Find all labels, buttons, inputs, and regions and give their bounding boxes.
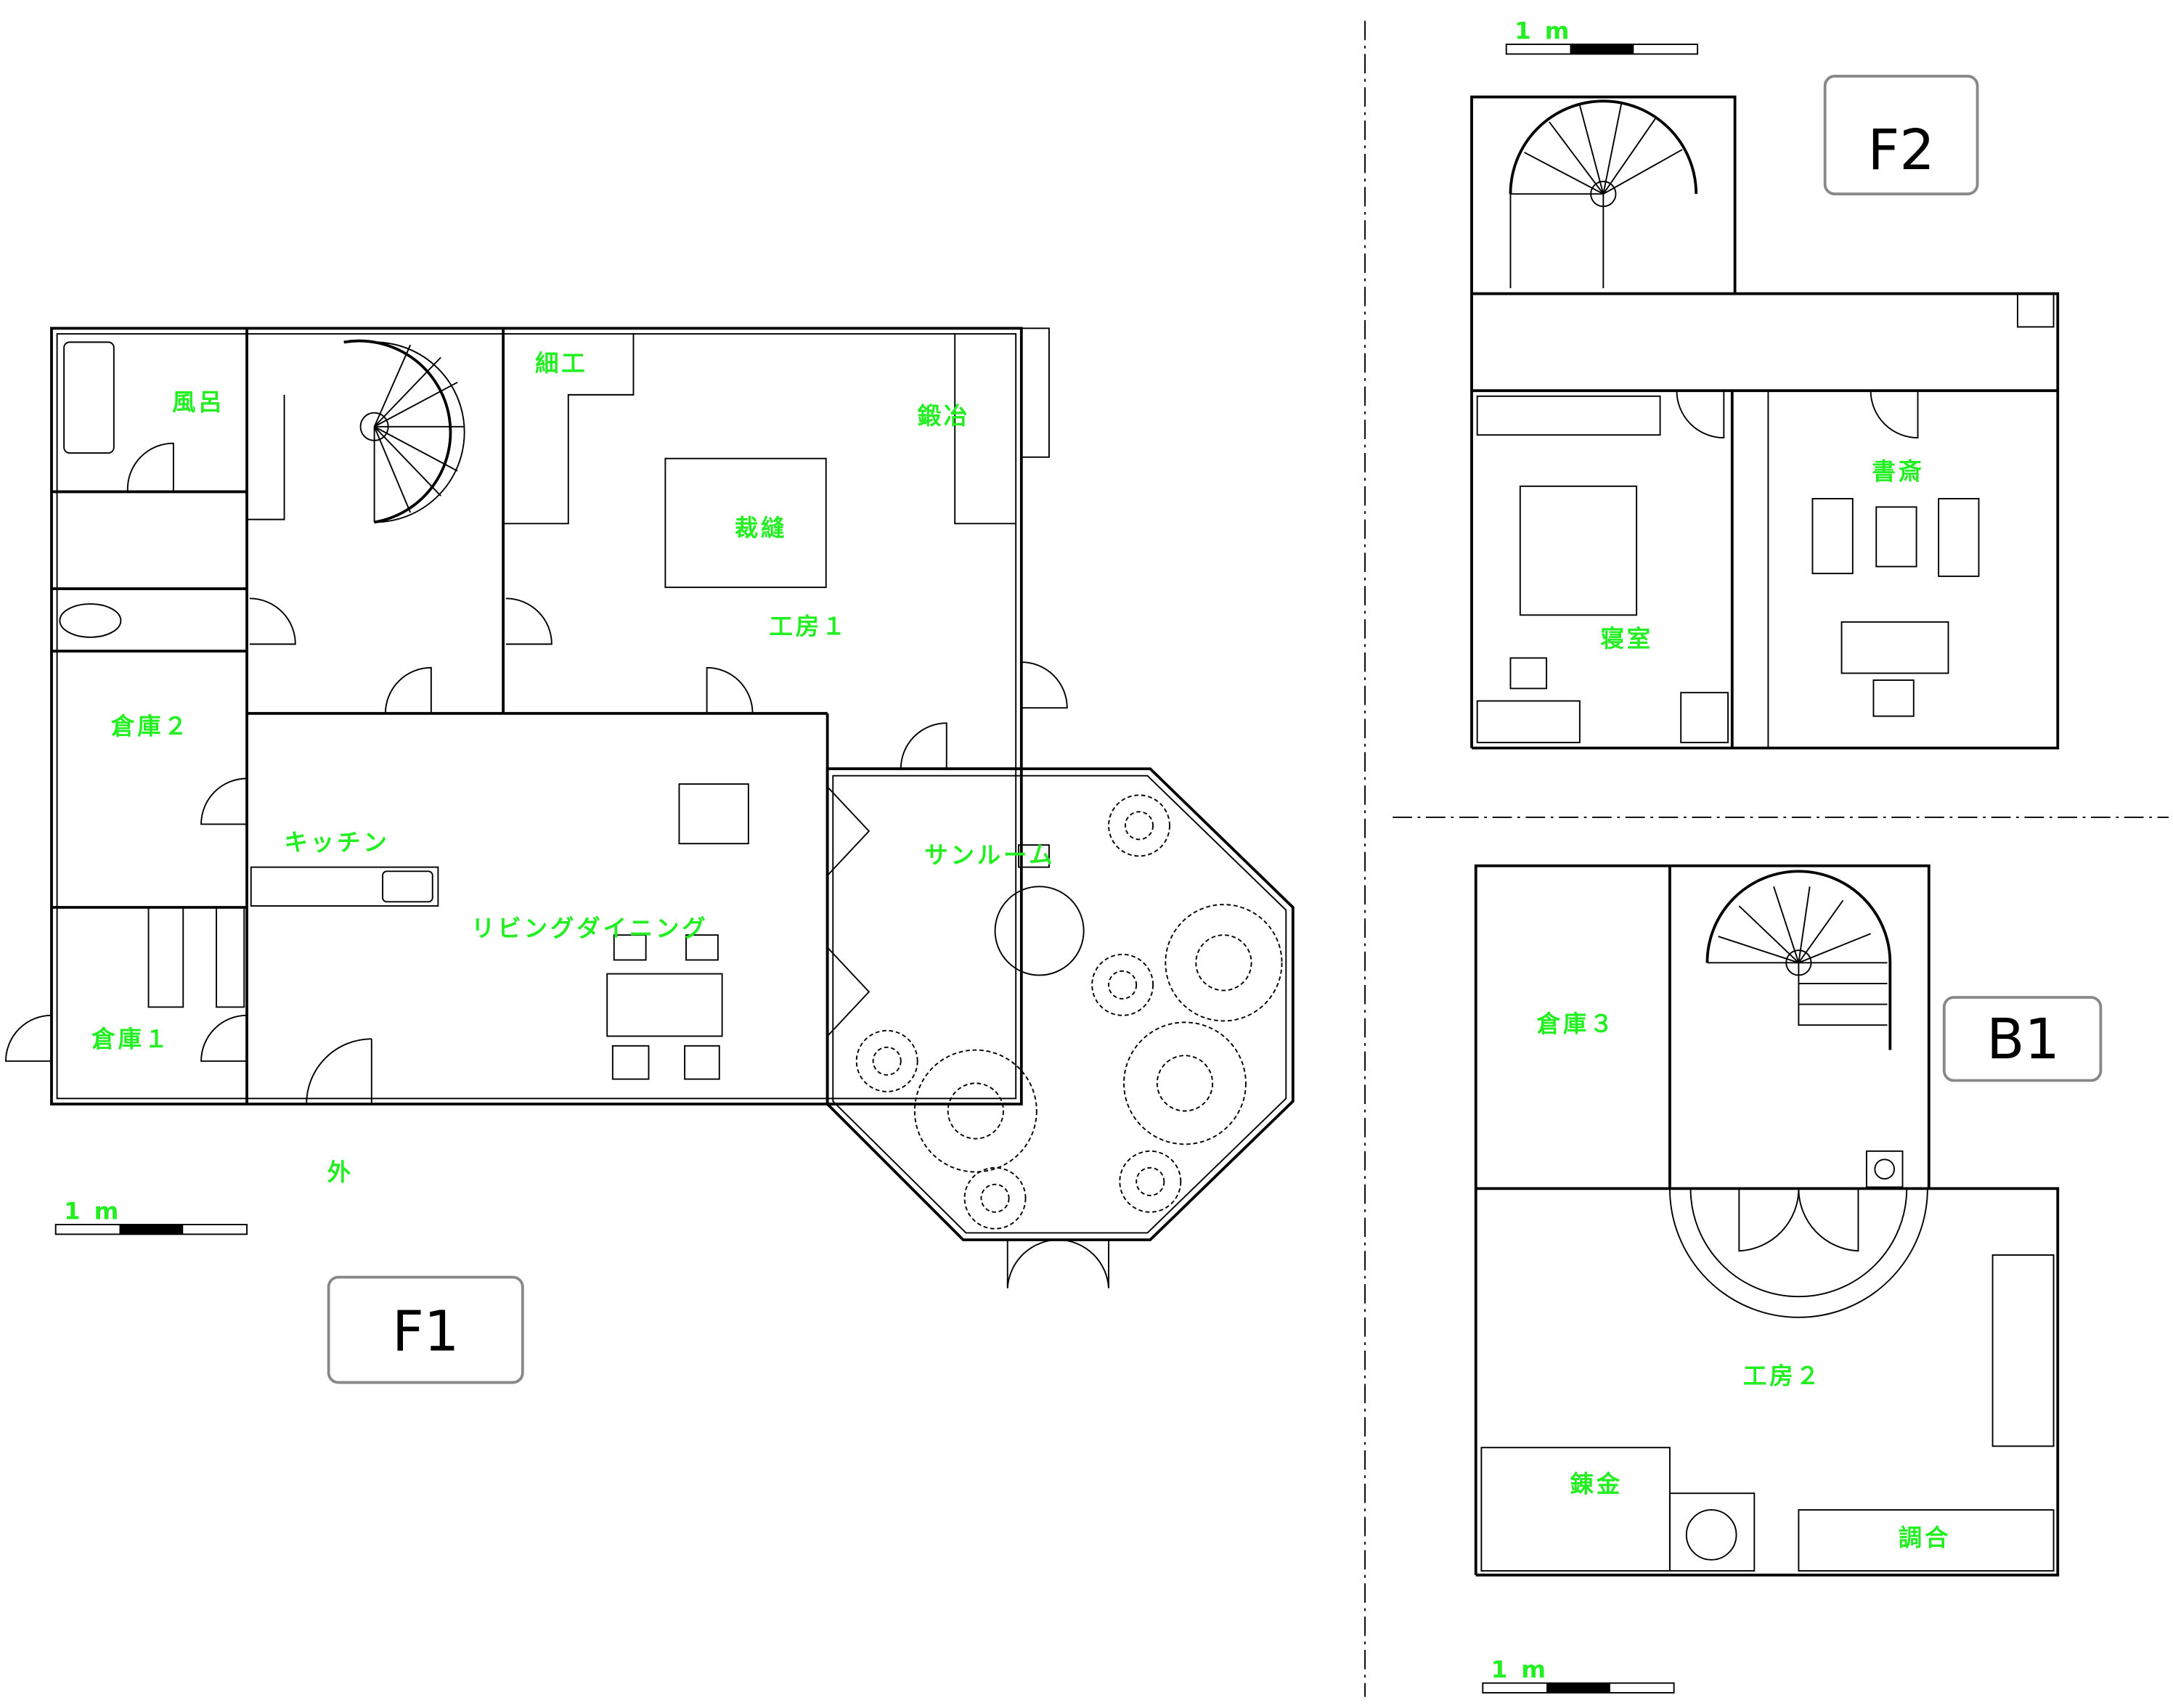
scale-label: 1 m: [1514, 17, 1572, 44]
floor-f1-plan: 風呂 細工 鍛冶 裁縫 工房１ 倉庫２ キッチン リビングダイニング サンルーム…: [5, 327, 1295, 1384]
label-outside: 外: [327, 1159, 354, 1186]
sunroom-plants: [855, 794, 1283, 1230]
room-label-bath: 風呂: [172, 388, 225, 416]
scale-label: 1 m: [1491, 1656, 1549, 1683]
scale-bar-b1: 1 m: [1482, 1656, 1675, 1693]
room-label-mixing: 調合: [1899, 1524, 1952, 1552]
room-label-storage3: 倉庫３: [1536, 1010, 1616, 1038]
room-label-storage1: 倉庫１: [91, 1026, 171, 1053]
floor-f2-plan: 書斎 寝室 1 m F2: [1470, 17, 2060, 750]
room-label-study: 書斎: [1872, 457, 1925, 485]
floor-badge-b1: [1942, 996, 2103, 1082]
scale-bar-f1: 1 m: [54, 1197, 248, 1235]
room-label-bedroom: 寝室: [1600, 625, 1653, 653]
doors: [5, 442, 1068, 1104]
room-label-craft-detail: 細工: [535, 349, 588, 377]
room-label-kitchen: キッチン: [285, 829, 390, 857]
scale-bar-f2: 1 m: [1505, 17, 1699, 55]
floor-badge-f2: [1823, 75, 1979, 196]
floor-b1-plan: 倉庫３ 工房２ 錬金 調合 1 m B1: [1474, 864, 2103, 1693]
room-label-alchemy: 錬金: [1570, 1470, 1623, 1497]
floor-badge-f2-text: F2: [1867, 118, 1934, 183]
floor-badge-b1-text: B1: [1986, 1008, 2060, 1072]
floor-badge-f1: [327, 1275, 524, 1384]
stair-treads: [373, 344, 465, 523]
scale-label: 1 m: [64, 1197, 121, 1225]
room-label-sunroom: サンルーム: [924, 841, 1055, 869]
room-label-storage2: 倉庫２: [110, 712, 190, 740]
room-label-sewing: 裁縫: [735, 515, 788, 542]
floor-badge-f1-text: F1: [392, 1300, 459, 1365]
room-label-smithing: 鍛冶: [918, 402, 971, 430]
room-label-workshop1: 工房１: [769, 613, 848, 640]
room-label-workshop2: 工房２: [1743, 1362, 1822, 1389]
room-label-living-dining: リビングダイニング: [471, 915, 708, 942]
